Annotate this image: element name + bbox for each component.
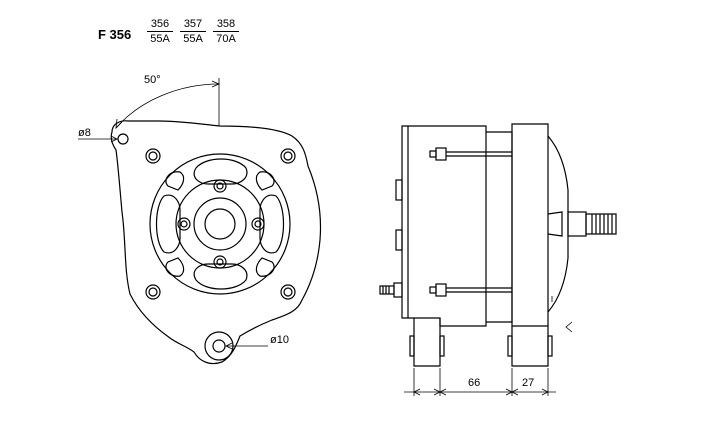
variant-3: 358 70A — [213, 18, 239, 45]
front-fan-ring — [149, 153, 291, 295]
side-through-bolts — [429, 147, 512, 297]
side-rear-connector-1 — [395, 179, 403, 201]
front-dimensions — [78, 78, 268, 350]
dim-body-label: 66 — [468, 377, 480, 389]
front-hole-bottom — [212, 339, 226, 353]
front-hub-outer — [193, 197, 247, 251]
side-mounting-feet — [409, 318, 553, 367]
side-rear-connector-2 — [395, 229, 403, 251]
variant-3-code: 358 — [213, 18, 239, 32]
angle-label: 50° — [144, 74, 161, 86]
variant-2-current: 55A — [183, 33, 203, 45]
variant-1: 356 55A — [147, 18, 173, 45]
front-bolt-bosses — [145, 148, 296, 300]
hole-top-label: ø8 — [78, 127, 91, 139]
side-shaft — [547, 211, 617, 237]
variant-2-code: 357 — [180, 18, 206, 32]
variant-1-code: 356 — [147, 18, 173, 32]
side-terminal-bolt — [379, 282, 403, 298]
side-stator — [486, 131, 513, 323]
side-dimensions — [404, 368, 556, 396]
front-fan-inner — [175, 179, 265, 269]
front-view — [110, 120, 322, 365]
front-hub-inner — [204, 208, 236, 240]
front-hub-bolts — [177, 179, 265, 269]
front-vent-windows — [155, 158, 285, 290]
side-view — [379, 123, 617, 367]
front-hole-top — [117, 133, 129, 145]
variant-2: 357 55A — [180, 18, 206, 45]
hole-bottom-label: ø10 — [270, 334, 289, 346]
front-housing-outline — [110, 120, 322, 365]
dim-nose-label: 27 — [522, 377, 534, 389]
model-title: F 356 — [98, 27, 132, 42]
variant-1-current: 55A — [150, 33, 170, 45]
variant-3-current: 70A — [216, 33, 236, 45]
side-front-shield — [511, 123, 569, 327]
